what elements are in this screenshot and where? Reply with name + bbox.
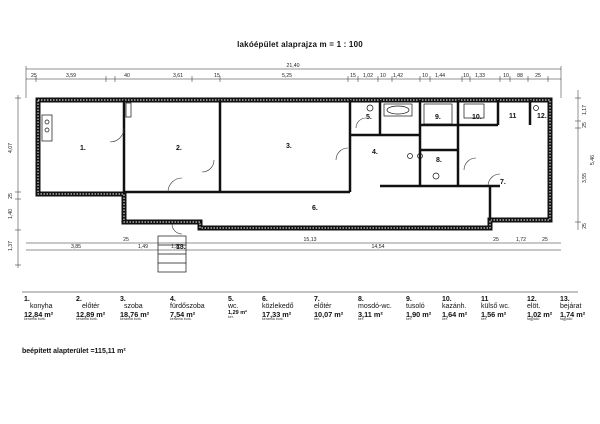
svg-text:40: 40 [124, 73, 130, 79]
svg-text:88: 88 [517, 73, 523, 79]
room-label-6: 6. [312, 205, 318, 212]
svg-text:4,07: 4,07 [8, 143, 14, 153]
dim-right-col: 1,17 25 5,46 3,55 25 [582, 105, 596, 229]
floor-plan: 21,40 25 3,59 40 3,61 15 5,25 15 1,02 10… [8, 63, 596, 293]
svg-text:25: 25 [123, 237, 129, 243]
svg-text:14,54: 14,54 [372, 244, 385, 250]
wall-hatch [37, 99, 551, 229]
interior-walls [122, 100, 532, 220]
svg-text:3,61: 3,61 [173, 73, 183, 79]
svg-text:15,13: 15,13 [304, 237, 317, 243]
room-label-12: 12. [537, 113, 547, 120]
svg-text:25: 25 [542, 237, 548, 243]
svg-text:3,59: 3,59 [66, 73, 76, 79]
svg-text:1,40: 1,40 [8, 209, 14, 219]
svg-text:1,42: 1,42 [393, 73, 403, 79]
room-labels: 1. 2. 3. 4. 5. 6. 7. 8. 9. 10. 11 12. 13… [80, 113, 547, 251]
svg-text:25: 25 [582, 122, 588, 128]
svg-text:15: 15 [214, 73, 220, 79]
svg-text:25: 25 [493, 237, 499, 243]
svg-text:10: 10 [380, 73, 386, 79]
room-label-3: 3. [286, 143, 292, 150]
svg-text:25: 25 [535, 73, 541, 79]
svg-text:1,49: 1,49 [138, 244, 148, 250]
svg-text:1,44: 1,44 [435, 73, 445, 79]
room-label-5: 5. [366, 114, 372, 121]
entrance-steps [157, 235, 187, 273]
built-area-summary: beépített alapterület =115,11 m² [22, 348, 126, 355]
dim-top-row: 25 3,59 40 3,61 15 5,25 15 1,02 10 1,42 … [31, 73, 541, 79]
svg-text:1,37: 1,37 [8, 241, 14, 251]
room-label-10: 10. [472, 114, 482, 121]
dimension-ticks [15, 76, 581, 266]
dim-left-col: 4,07 25 1,40 1,37 [8, 143, 14, 251]
door-swings [109, 117, 501, 235]
room-label-11: 11 [509, 113, 517, 120]
svg-text:1,02: 1,02 [363, 73, 373, 79]
svg-text:5,46: 5,46 [590, 155, 596, 165]
svg-text:1,17: 1,17 [582, 105, 588, 115]
room-label-2: 2. [176, 145, 182, 152]
dimension-lines [17, 66, 579, 268]
svg-text:25: 25 [31, 73, 37, 79]
dim-bottom-rows: 3,85 25 1,49 1,20 15,13 25 1,72 25 14,54 [71, 237, 548, 250]
drawing-title: lakóépület alaprajza m = 1 : 100 [237, 40, 363, 49]
fixtures [41, 102, 539, 180]
svg-text:10: 10 [463, 73, 469, 79]
room-label-1: 1. [80, 145, 86, 152]
svg-text:3,55: 3,55 [582, 173, 588, 183]
svg-text:1,33: 1,33 [475, 73, 485, 79]
svg-text:3,85: 3,85 [71, 244, 81, 250]
svg-text:1,72: 1,72 [516, 237, 526, 243]
svg-text:25: 25 [582, 223, 588, 229]
room-label-4: 4. [372, 149, 378, 156]
dim-overall: 21,40 [287, 63, 300, 69]
svg-text:15: 15 [350, 73, 356, 79]
svg-text:5,25: 5,25 [282, 73, 292, 79]
svg-text:10: 10 [503, 73, 509, 79]
svg-text:1,20: 1,20 [171, 244, 181, 250]
svg-text:10: 10 [422, 73, 428, 79]
room-label-7: 7. [500, 179, 506, 186]
svg-text:25: 25 [8, 193, 14, 199]
room-label-9: 9. [435, 114, 441, 121]
room-label-8: 8. [436, 157, 442, 164]
room-label-13: 13. [176, 244, 186, 251]
